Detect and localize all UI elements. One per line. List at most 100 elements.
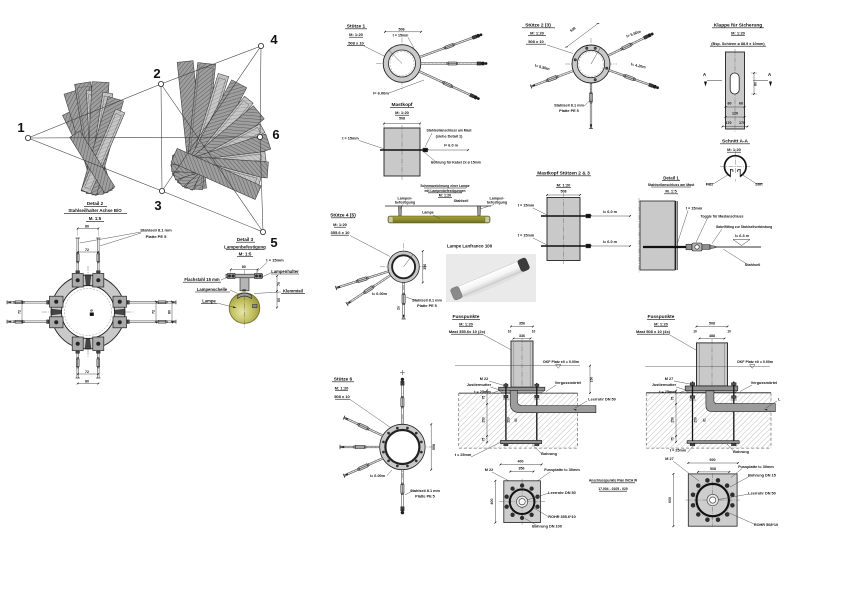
- detail1-wall: [639, 200, 676, 271]
- dim-tick: [588, 364, 592, 367]
- fitting-eye: [400, 510, 405, 515]
- stay-end-fitting: [643, 32, 654, 40]
- klappe-note: (Bsp. Schiene ø 88.9 x 10mm): [711, 42, 765, 46]
- leader-line: [677, 210, 689, 244]
- fuss2-t25: t = 25mm: [659, 390, 676, 394]
- plan-edge-3-4: [161, 45, 262, 192]
- dim-tick: [421, 281, 424, 284]
- dim-tick: [698, 337, 701, 340]
- dim-tick: [723, 337, 726, 340]
- stay-end-fitting: [469, 93, 480, 101]
- plate-bolt: [504, 504, 509, 509]
- stuetze45-title: Stütze 4 (5): [330, 213, 356, 219]
- conduit-pipe: [509, 390, 597, 413]
- plan-edge-4-6: [259, 45, 262, 138]
- section-marker-A: A: [703, 72, 707, 77]
- leader-line: [687, 444, 695, 453]
- leader-line: [349, 399, 398, 433]
- leader-line: [253, 291, 282, 294]
- arrowhead: [769, 81, 772, 87]
- dim-tick: [746, 125, 749, 128]
- detail2-title: Detail 2: [87, 201, 104, 206]
- plan-edge-1-6: [27, 136, 261, 139]
- plan-edge-3-5: [161, 190, 264, 233]
- bracket-bolt: [258, 274, 262, 278]
- mastkopf-bore: Bohrung für Kabel 2x ø 15mm: [431, 161, 481, 165]
- detail3-dim-h2: 60: [277, 298, 281, 302]
- leader-line: [349, 235, 391, 257]
- turnbuckle-line: [443, 82, 452, 87]
- plan-node-2: [157, 81, 164, 88]
- stay-end-tick: [342, 415, 346, 420]
- mastkopf-scale: M: 1:20: [395, 110, 410, 115]
- detail3-thickness: t = 15mm: [266, 258, 284, 263]
- leader-line: [526, 492, 550, 501]
- ring-inner: [61, 285, 115, 339]
- ring-dot: [605, 66, 609, 70]
- schema-scale: M: 1:20: [439, 194, 451, 198]
- leader-line: [490, 390, 500, 394]
- turnbuckle-nut: [545, 78, 549, 83]
- schema-title2: mit Lampenbefestigungen: [424, 189, 465, 193]
- plan-node-6: [256, 133, 263, 140]
- detail2-stahlseilhalter: Detail 2 Stahlseilhalter Achse B/O M. 1:…: [6, 201, 177, 385]
- klappe-dim-b: 120: [732, 112, 738, 116]
- mastkopf23-title: Mastkopf Stützen 2 & 3: [537, 171, 590, 177]
- dim-tick: [724, 105, 727, 109]
- bracket-fitting: [227, 273, 236, 279]
- detail2-subtitle: Stahlseilhalter Achse B/O: [68, 208, 122, 213]
- fuss1-leerrohr: Leerrohr DN 50: [588, 398, 615, 402]
- arrowhead: [764, 408, 768, 411]
- mast-bolt-circle: [578, 51, 604, 77]
- stuetze4-5: Stütze 4 (5) M: 1:20 355.6 x 10 356 2x l…: [330, 213, 442, 320]
- stuetze6-callout1: Stahlseil 8.1 mm: [410, 489, 440, 493]
- dim-tick: [170, 321, 174, 324]
- leader-line: [711, 228, 723, 244]
- panel-inner-rect: [84, 113, 122, 190]
- dim-tick: [736, 461, 740, 465]
- plan-edge-1-2: [27, 83, 162, 139]
- stuetze45-dim: 356: [423, 264, 427, 270]
- turnbuckle-nut: [97, 261, 100, 264]
- dim-tick: [674, 402, 678, 406]
- dim-tick: [545, 193, 549, 197]
- leader-line: [583, 98, 592, 107]
- detail2-dim-right: 72: [152, 310, 156, 314]
- turnbuckle-nut: [365, 276, 369, 280]
- dim-tick: [499, 463, 502, 466]
- clamp-screw: [252, 304, 258, 308]
- stuetze6-dim: 508: [432, 444, 436, 450]
- stuetze1-len: l= 6.00m: [373, 91, 389, 96]
- stay-end-tick: [345, 301, 349, 307]
- bracket-fitting: [254, 273, 263, 279]
- fuss2-mortar: Vergussmörtel: [751, 381, 777, 385]
- dim-tick: [512, 337, 515, 340]
- ring-center-block: [89, 312, 94, 316]
- bolt-dot: [406, 426, 409, 430]
- leader-line: [216, 302, 236, 308]
- turnbuckle-nut: [357, 467, 360, 471]
- turnbuckle-nut: [446, 62, 449, 65]
- fitting-eye: [652, 84, 657, 89]
- turnbuckle-nut: [13, 301, 16, 304]
- turnbuckle: [13, 320, 25, 324]
- leader-line: [726, 443, 734, 451]
- klappe-dim-side: 80: [754, 82, 758, 86]
- ring-wedge: [84, 338, 92, 349]
- plan-panel: [69, 130, 116, 194]
- detail2-callout2: Platte PE 5: [146, 234, 167, 239]
- fuss2-dim-10b: 10: [727, 330, 731, 334]
- plate-bolt: [519, 515, 525, 521]
- stuetze6-title: Stütze 6: [334, 377, 353, 383]
- plan-edge-1-3: [27, 137, 163, 192]
- plate-center-inner: [518, 498, 526, 506]
- fuss2-leerrohr-trunc: L: [778, 398, 781, 402]
- stuetze1-profile: 508 x 10: [348, 41, 364, 46]
- dim-tick: [588, 391, 592, 395]
- plate1-bohrung: Bohrung DN 100: [532, 525, 562, 529]
- detail2-dim-bottom: 72: [85, 370, 89, 374]
- mastkopf23-scale: M: 1:20: [557, 183, 572, 188]
- leader-line: [574, 400, 588, 409]
- turnbuckle-nut: [589, 91, 593, 94]
- dim-tick: [76, 250, 79, 254]
